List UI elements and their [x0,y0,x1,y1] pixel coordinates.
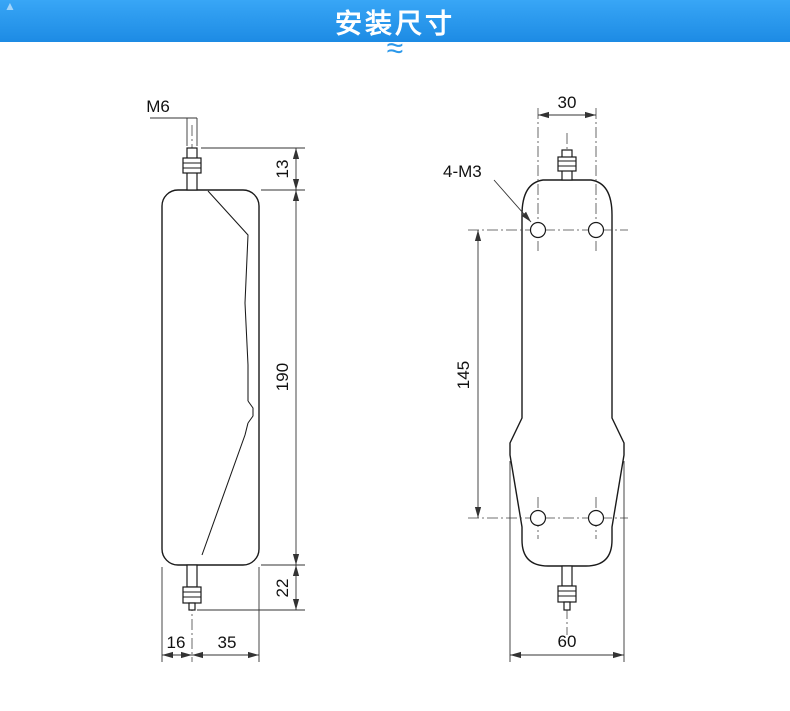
dim-body-length-label: 190 [273,363,292,391]
mounting-holes [529,221,605,527]
hole-top-left [529,221,547,239]
front-view-top-shaft [557,149,577,181]
page-header: ▲ 安装尺寸 [0,0,790,42]
installation-dimensions-drawing: M6 13 190 22 16 35 [146,93,628,662]
hole-bottom-left [529,509,547,527]
side-view-bottom-shaft [182,564,202,611]
wave-decoration-icon: ≈ [386,42,404,63]
hole-bottom-right [587,509,605,527]
dim-bottom-shaft-label: 22 [273,579,292,598]
hole-top-right [587,221,605,239]
dim-hole-span-label: 30 [558,93,577,112]
side-view-inner-profile [201,190,254,556]
scroll-top-arrow-icon: ▲ [4,0,16,13]
page-title: 安装尺寸 [335,8,455,40]
thread-callout: M6 [146,97,198,146]
front-view-dimensions: 30 145 60 [454,93,625,662]
side-view: M6 13 190 22 16 35 [146,97,305,662]
hole-thread-callout: 4-M3 [443,162,532,223]
front-view-bottom-shaft [557,565,577,611]
front-view: 4-M3 30 145 60 [443,93,628,662]
dim-center-offset-label: 16 [167,633,186,652]
hole-thread-label: 4-M3 [443,162,482,181]
dim-hole-pitch-label: 145 [454,361,473,389]
dim-overall-width-label: 60 [558,632,577,651]
side-view-dimensions: 13 190 22 16 35 [161,147,305,662]
thread-size-label: M6 [146,97,170,116]
front-view-body [509,179,625,567]
side-view-body [161,189,260,566]
side-view-top-shaft [182,147,202,191]
dim-right-width-label: 35 [218,633,237,652]
dim-top-shaft-label: 13 [273,160,292,179]
